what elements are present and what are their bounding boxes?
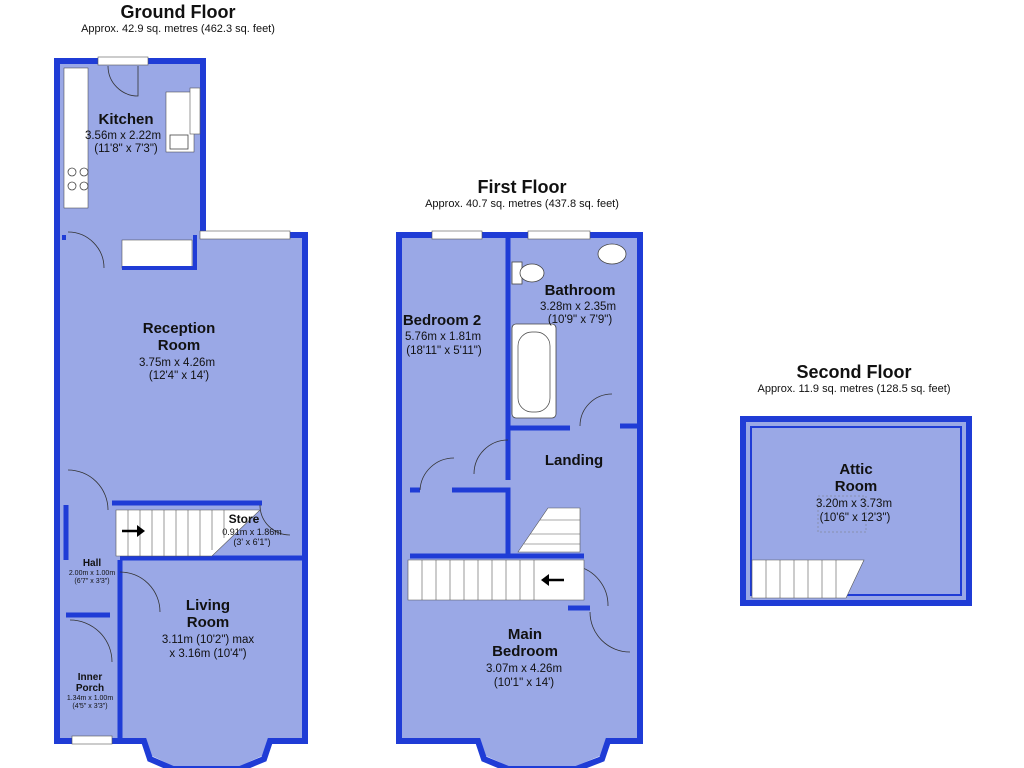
hall-door-swing xyxy=(67,469,109,511)
attic-stairs xyxy=(751,559,865,599)
store-name: Store xyxy=(229,512,260,526)
reception-name-1: Reception xyxy=(143,320,216,337)
bathroom-dim-metric: 3.28m x 2.35m xyxy=(540,301,616,313)
attic-dim-metric: 3.20m x 3.73m xyxy=(816,498,892,510)
first-floor-outer-wall xyxy=(396,232,643,768)
ground-floor-plan: Kitchen 3.56m x 2.22m (11'8" x 7'3") Rec… xyxy=(54,56,308,768)
second-floor-title: Second Floor xyxy=(796,362,912,382)
kitchen-top-window xyxy=(97,56,149,66)
main-bedroom-name-1: Main xyxy=(508,626,542,643)
second-floor-area: Approx. 11.9 sq. metres (128.5 sq. feet) xyxy=(757,383,951,395)
kitchen-door-swing xyxy=(107,65,139,97)
closet-door-swing xyxy=(419,457,455,491)
bathroom-door-swing xyxy=(579,393,613,427)
first-floor-area: Approx. 40.7 sq. metres (437.8 sq. feet) xyxy=(425,198,619,210)
stairs-down-arrow-icon xyxy=(541,574,564,586)
attic-outer-wall xyxy=(740,416,972,606)
kitchen-dim-metric: 3.56m x 2.22m xyxy=(85,130,161,142)
bedroom2-window xyxy=(431,230,483,240)
kitchen-counter xyxy=(121,239,193,269)
living-name-1: Living xyxy=(186,597,230,614)
first-floor-area-fill xyxy=(402,238,637,766)
bathroom-dim-imperial: (10'9" x 7'9") xyxy=(548,314,613,326)
hall-dim-imperial: (6'7" x 3'3") xyxy=(74,578,109,585)
living-dim-2: x 3.16m (10'4") xyxy=(169,648,246,660)
reception-door-swing xyxy=(67,231,105,269)
attic-hatch xyxy=(817,495,867,533)
bedroom2-door-swing xyxy=(473,439,509,475)
bath-inner xyxy=(517,331,551,413)
living-dim-1: 3.11m (10'2") max xyxy=(162,634,255,646)
first-floor-stairs xyxy=(407,507,585,601)
attic-name-1: Attic xyxy=(839,461,872,478)
bedroom2-dim-metric: 5.76m x 1.81m xyxy=(405,331,481,343)
kitchen-partition-wall xyxy=(62,235,197,270)
hob-icon xyxy=(67,167,89,191)
kitchen-dim-imperial: (11'8" x 7'3") xyxy=(94,143,158,155)
store-dim-imperial: (3' x 6'1") xyxy=(233,537,270,547)
bathroom-name: Bathroom xyxy=(545,282,616,299)
reception-name-2: Room xyxy=(158,337,201,354)
bedroom2-name: Bedroom 2 xyxy=(403,312,481,329)
reception-dim-metric: 3.75m x 4.26m xyxy=(139,357,215,369)
hall-wall xyxy=(63,505,123,740)
hall-dim-metric: 2.00m x 1.00m xyxy=(69,570,115,577)
living-name-2: Room xyxy=(187,614,230,631)
main-bedroom-closet-swing xyxy=(589,611,631,653)
first-floor-title: First Floor xyxy=(477,177,567,197)
bedroom2-dim-imperial: (18'11" x 5'11") xyxy=(406,345,482,357)
hall-name: Hall xyxy=(83,558,102,569)
bedroom2-lower-wall xyxy=(410,487,510,559)
attic-name-2: Room xyxy=(835,478,878,495)
ground-floor-area-fill xyxy=(60,64,302,766)
ground-stairs xyxy=(115,509,261,557)
living-door-swing xyxy=(119,571,161,613)
main-bedroom-name-2: Bedroom xyxy=(492,643,558,660)
stairs-up-arrow-icon xyxy=(122,525,145,537)
toilet-icon xyxy=(511,261,545,285)
porch-name-2: Porch xyxy=(76,683,104,694)
ground-floor-area: Approx. 42.9 sq. metres (462.3 sq. feet) xyxy=(81,23,275,35)
main-bedroom-dim-metric: 3.07m x 4.26m xyxy=(486,663,562,675)
kitchen-side-window xyxy=(189,87,201,135)
porch-name-1: Inner xyxy=(78,672,103,683)
landing-name: Landing xyxy=(545,452,603,469)
attic-dim-imperial: (10'6" x 12'3") xyxy=(820,512,891,524)
kitchen-name: Kitchen xyxy=(98,111,153,128)
reception-dim-imperial: (12'4" x 14') xyxy=(149,370,209,382)
ground-floor-title: Ground Floor xyxy=(120,2,236,22)
porch-dim-metric: 1.34m x 1.00m xyxy=(67,695,113,702)
main-bedroom-dim-imperial: (10'1" x 14') xyxy=(494,677,554,689)
first-floor-plan: Bedroom 2 5.76m x 1.81m (18'11" x 5'11")… xyxy=(396,230,643,768)
attic-eaves xyxy=(750,426,962,596)
sink-icon xyxy=(169,134,189,150)
reception-window xyxy=(199,230,291,240)
basin-icon xyxy=(597,243,627,265)
bedroom2-landing-wall xyxy=(452,428,511,556)
second-floor-plan: Attic Room 3.20m x 3.73m (10'6" x 12'3") xyxy=(740,416,972,606)
front-door xyxy=(71,735,113,745)
porch-dim-imperial: (4'5" x 3'3") xyxy=(72,703,107,710)
bathroom-window xyxy=(527,230,591,240)
store-dim-metric: 0.91m x 1.86m xyxy=(222,527,282,537)
porch-door-swing xyxy=(69,619,113,663)
